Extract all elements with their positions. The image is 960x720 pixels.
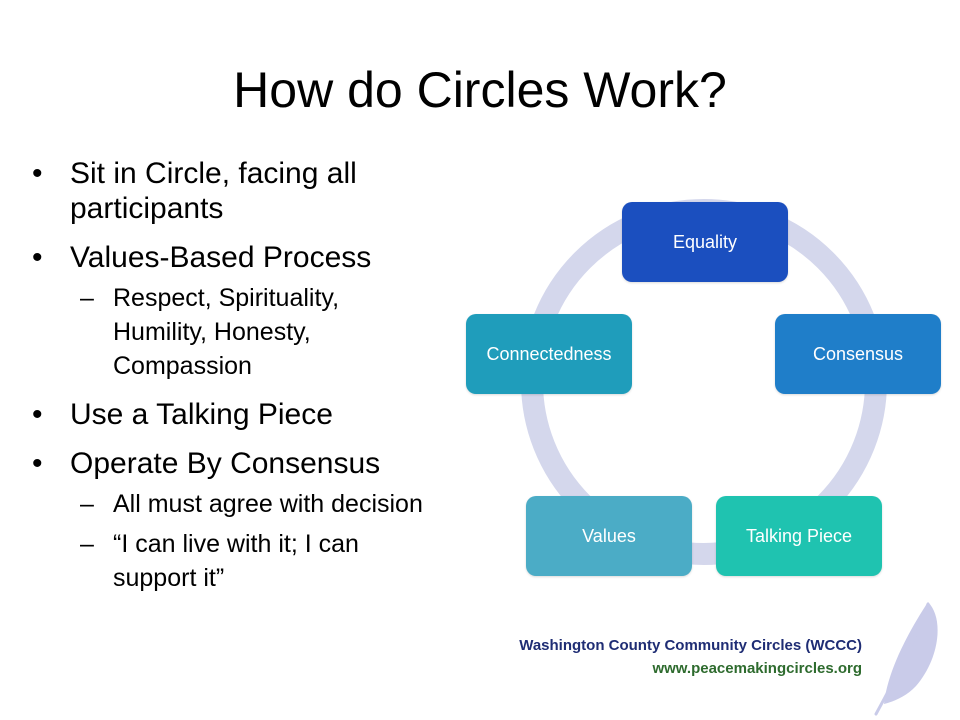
- bullet-symbol: •: [32, 398, 43, 431]
- sub-bullet-item: – “I can live with it; I can support it”: [70, 527, 432, 595]
- sub-bullet-symbol: –: [80, 490, 94, 518]
- bullet-symbol: •: [32, 447, 43, 480]
- node-label: Consensus: [812, 343, 904, 364]
- node-label: Connectedness: [486, 343, 612, 364]
- node-consensus: Consensus: [775, 314, 941, 394]
- sub-bullet-list: – Respect, Spirituality, Humility, Hones…: [70, 281, 432, 383]
- node-connectedness: Connectedness: [466, 314, 632, 394]
- footer-url: www.peacemakingcircles.org: [652, 660, 862, 677]
- sub-bullet-symbol: –: [80, 284, 94, 312]
- node-values: Values: [526, 496, 692, 576]
- sub-bullet-text: “I can live with it; I can support it”: [113, 530, 359, 592]
- node-label: Equality: [672, 231, 738, 252]
- sub-bullet-symbol: –: [80, 530, 94, 558]
- node-label: Talking Piece: [745, 525, 853, 546]
- sub-bullet-item: – Respect, Spirituality, Humility, Hones…: [70, 281, 432, 383]
- bullet-item: • Operate By Consensus – All must agree …: [32, 446, 432, 595]
- bullet-item: • Values-Based Process – Respect, Spirit…: [32, 240, 432, 383]
- cycle-diagram: Equality Consensus Talking Piece Values …: [440, 180, 960, 600]
- cycle-arrowhead: [598, 238, 626, 252]
- bullet-text: Sit in Circle, facing all participants: [70, 157, 357, 225]
- sub-bullet-text: Respect, Spirituality, Humility, Honesty…: [113, 284, 340, 380]
- sub-bullet-text: All must agree with decision: [113, 490, 423, 518]
- node-label: Values: [582, 525, 636, 546]
- feather-shaft: [874, 602, 930, 716]
- bullet-item: • Sit in Circle, facing all participants: [32, 156, 432, 226]
- feather-icon: [874, 602, 938, 716]
- bullet-symbol: •: [32, 241, 43, 274]
- sub-bullet-list: – All must agree with decision – “I can …: [70, 487, 432, 595]
- sub-bullet-item: – All must agree with decision: [70, 487, 432, 521]
- node-equality: Equality: [622, 202, 788, 282]
- bullet-text: Operate By Consensus: [70, 447, 381, 480]
- bullet-symbol: •: [32, 157, 43, 190]
- feather-vane: [884, 602, 938, 704]
- footer-organization: Washington County Community Circles (WCC…: [519, 637, 862, 654]
- bullet-list: • Sit in Circle, facing all participants…: [32, 156, 432, 609]
- node-talking-piece: Talking Piece: [716, 496, 882, 576]
- bullet-item: • Use a Talking Piece: [32, 397, 432, 432]
- bullet-text: Use a Talking Piece: [70, 398, 333, 431]
- slide-title: How do Circles Work?: [233, 62, 727, 118]
- bullet-text: Values-Based Process: [70, 241, 372, 274]
